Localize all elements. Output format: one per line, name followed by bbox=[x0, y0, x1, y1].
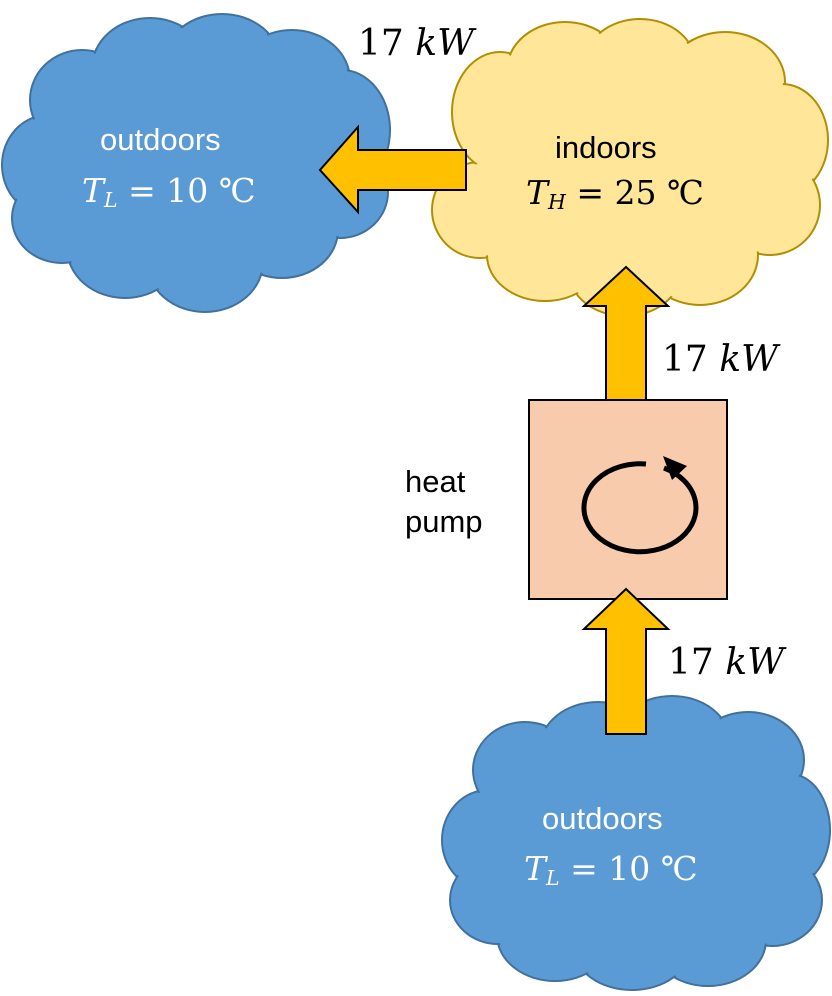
indoors-temperature: TH = 25 ℃ bbox=[526, 176, 704, 213]
arrow-indoors-to-outdoors bbox=[318, 124, 467, 215]
flow-top-unit: kW bbox=[415, 23, 475, 64]
temp-subscript: H bbox=[548, 190, 566, 215]
heat-pump-label-line1: heat bbox=[405, 464, 466, 499]
outdoors-top-temperature: TL = 10 ℃ bbox=[82, 174, 256, 211]
flow-bottom-label: 17 kW bbox=[668, 645, 784, 681]
heat-pump-label: heat pump bbox=[405, 462, 483, 543]
flow-middle-number: 17 bbox=[662, 339, 708, 380]
flow-bottom-number: 17 bbox=[668, 642, 714, 683]
temp-value: = 10 ℃ bbox=[128, 171, 256, 210]
arrow-heatpump-to-indoors bbox=[581, 265, 671, 413]
outdoors-bottom-label: outdoors bbox=[542, 801, 663, 836]
temp-symbol: T bbox=[82, 171, 105, 210]
temp-symbol: T bbox=[526, 173, 549, 212]
flow-bottom-unit: kW bbox=[725, 642, 785, 683]
flow-middle-unit: kW bbox=[719, 339, 779, 380]
outdoors-top-label: outdoors bbox=[100, 122, 221, 157]
temp-value: = 10 ℃ bbox=[570, 849, 698, 888]
arrow-outdoors-to-heatpump bbox=[581, 587, 671, 735]
flow-middle-label: 17 kW bbox=[662, 342, 778, 378]
cycle-icon bbox=[581, 456, 699, 555]
flow-top-number: 17 bbox=[358, 23, 404, 64]
flow-top-label: 17 kW bbox=[358, 26, 474, 62]
outdoors-cloud-bottom bbox=[441, 695, 831, 991]
heat-pump-label-line2: pump bbox=[405, 504, 483, 540]
indoors-label: indoors bbox=[555, 130, 657, 165]
outdoors-bottom-temperature: TL = 10 ℃ bbox=[524, 852, 698, 889]
outdoors-cloud-top bbox=[1, 13, 391, 313]
temp-subscript: L bbox=[104, 188, 118, 213]
temp-subscript: L bbox=[546, 866, 560, 891]
temp-value: = 25 ℃ bbox=[576, 173, 704, 212]
temp-symbol: T bbox=[524, 849, 547, 888]
